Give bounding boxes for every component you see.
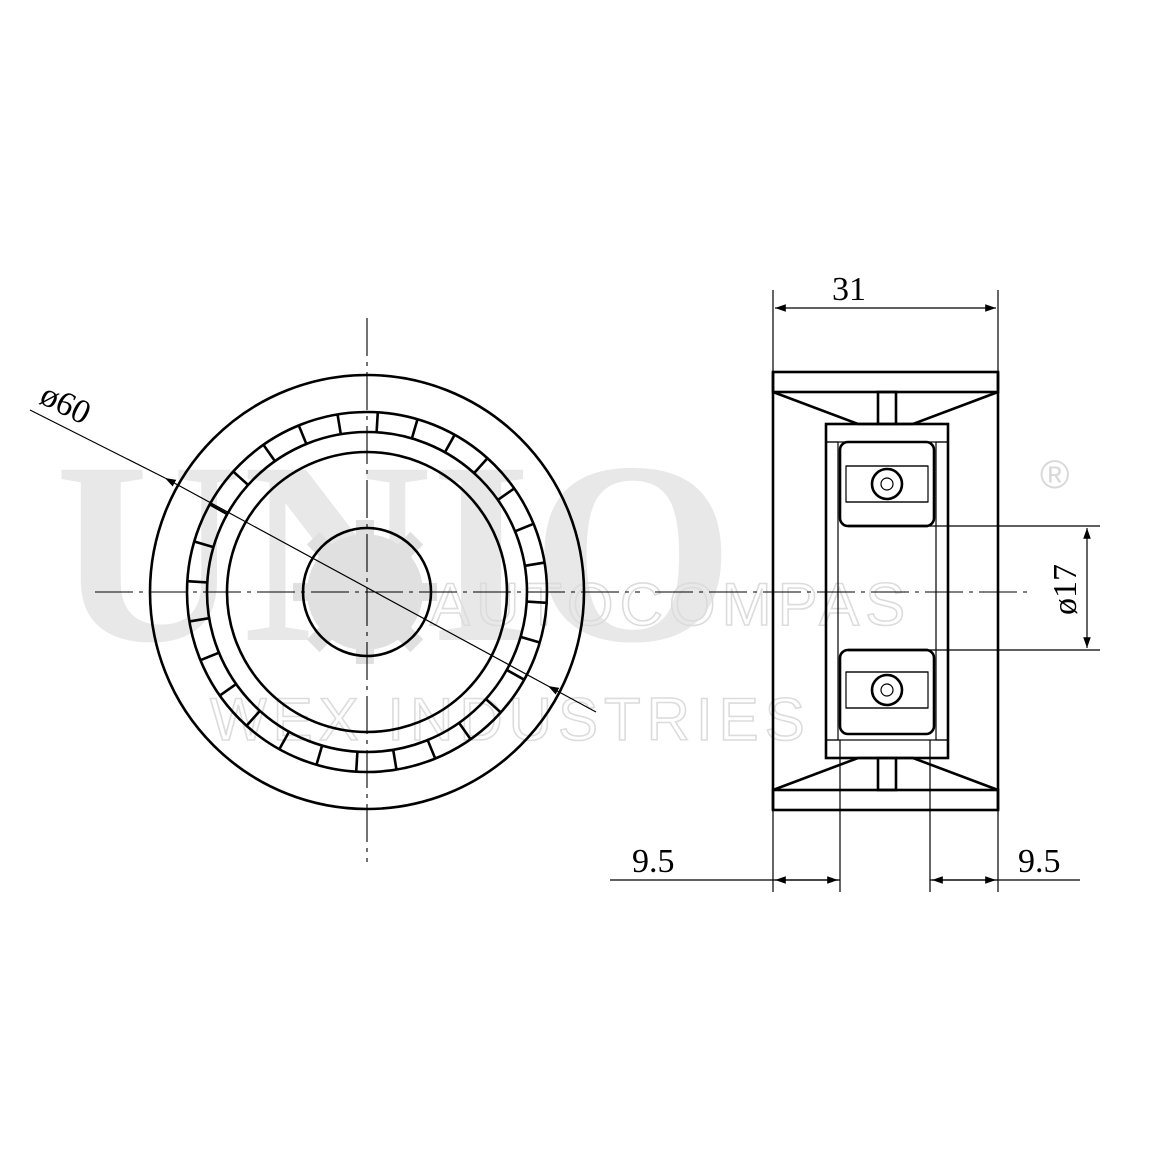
bottom-right-cone (896, 756, 999, 792)
rib-line (391, 749, 398, 770)
rib-line (336, 414, 343, 435)
bearing-top (838, 440, 936, 528)
top-web-section (876, 390, 898, 426)
rib-line (524, 561, 545, 568)
bearing-bottom (838, 648, 936, 736)
side-section-view: 31 ø17 9.5 9.5 (610, 271, 1100, 892)
rib-line (199, 651, 220, 662)
diameter-leader (29, 409, 166, 479)
rib-line (506, 668, 525, 681)
rib-line (514, 522, 535, 533)
rib-line (315, 745, 324, 766)
rib-line (232, 470, 249, 486)
rib-line (473, 457, 489, 474)
bottom-rim-section (771, 788, 1000, 812)
rib-line (526, 600, 547, 605)
bottom-web-section (876, 756, 898, 792)
bearing-ball-top (870, 467, 904, 501)
rib-line (426, 739, 437, 760)
bearing-ball-bottom (870, 673, 904, 707)
watermark: UNIO ® AUTOCOMPAS WEX INDUSTRIES (55, 409, 1069, 754)
rib-line (485, 698, 502, 714)
flange-left-label: 9.5 (632, 843, 675, 880)
hub-left-wall (825, 441, 839, 741)
rib-line (458, 722, 472, 740)
rib-line (245, 710, 261, 727)
hub-right-wall (935, 441, 949, 741)
rib-line (193, 540, 214, 549)
rib-line (219, 683, 237, 697)
rib-line (278, 731, 291, 750)
bore-diameter-label: ø17 (1047, 564, 1084, 615)
rib-line (297, 424, 308, 445)
radial-ribs (187, 412, 547, 772)
rib-line (520, 635, 541, 644)
top-right-cone (896, 390, 999, 426)
rib-ring-outer (185, 410, 549, 774)
diameter-line (164, 477, 549, 687)
flange-right-label: 9.5 (1018, 843, 1061, 880)
diameter-line-tail (547, 685, 597, 713)
rib-line (375, 412, 380, 433)
rib-line (443, 434, 456, 453)
rib-line (262, 444, 276, 462)
rib-line (410, 418, 419, 439)
outer-rim (148, 373, 586, 811)
rib-ring-inner (205, 430, 529, 754)
top-rim-section (771, 370, 1000, 394)
rib-line (187, 579, 208, 584)
hub-bottom-band (825, 739, 949, 759)
rib-line (189, 616, 210, 623)
rib-line (497, 487, 515, 501)
rib-line (209, 503, 228, 516)
bore-circle (301, 526, 433, 658)
hub-ring (225, 450, 509, 734)
width-label: 31 (832, 271, 866, 308)
hub-top-band (825, 423, 949, 443)
watermark-line2: WEX INDUSTRIES (210, 686, 811, 753)
watermark-registered-mark: ® (1040, 453, 1069, 497)
top-left-cone (772, 390, 878, 426)
bottom-left-cone (772, 756, 878, 792)
rib-line (354, 751, 359, 772)
